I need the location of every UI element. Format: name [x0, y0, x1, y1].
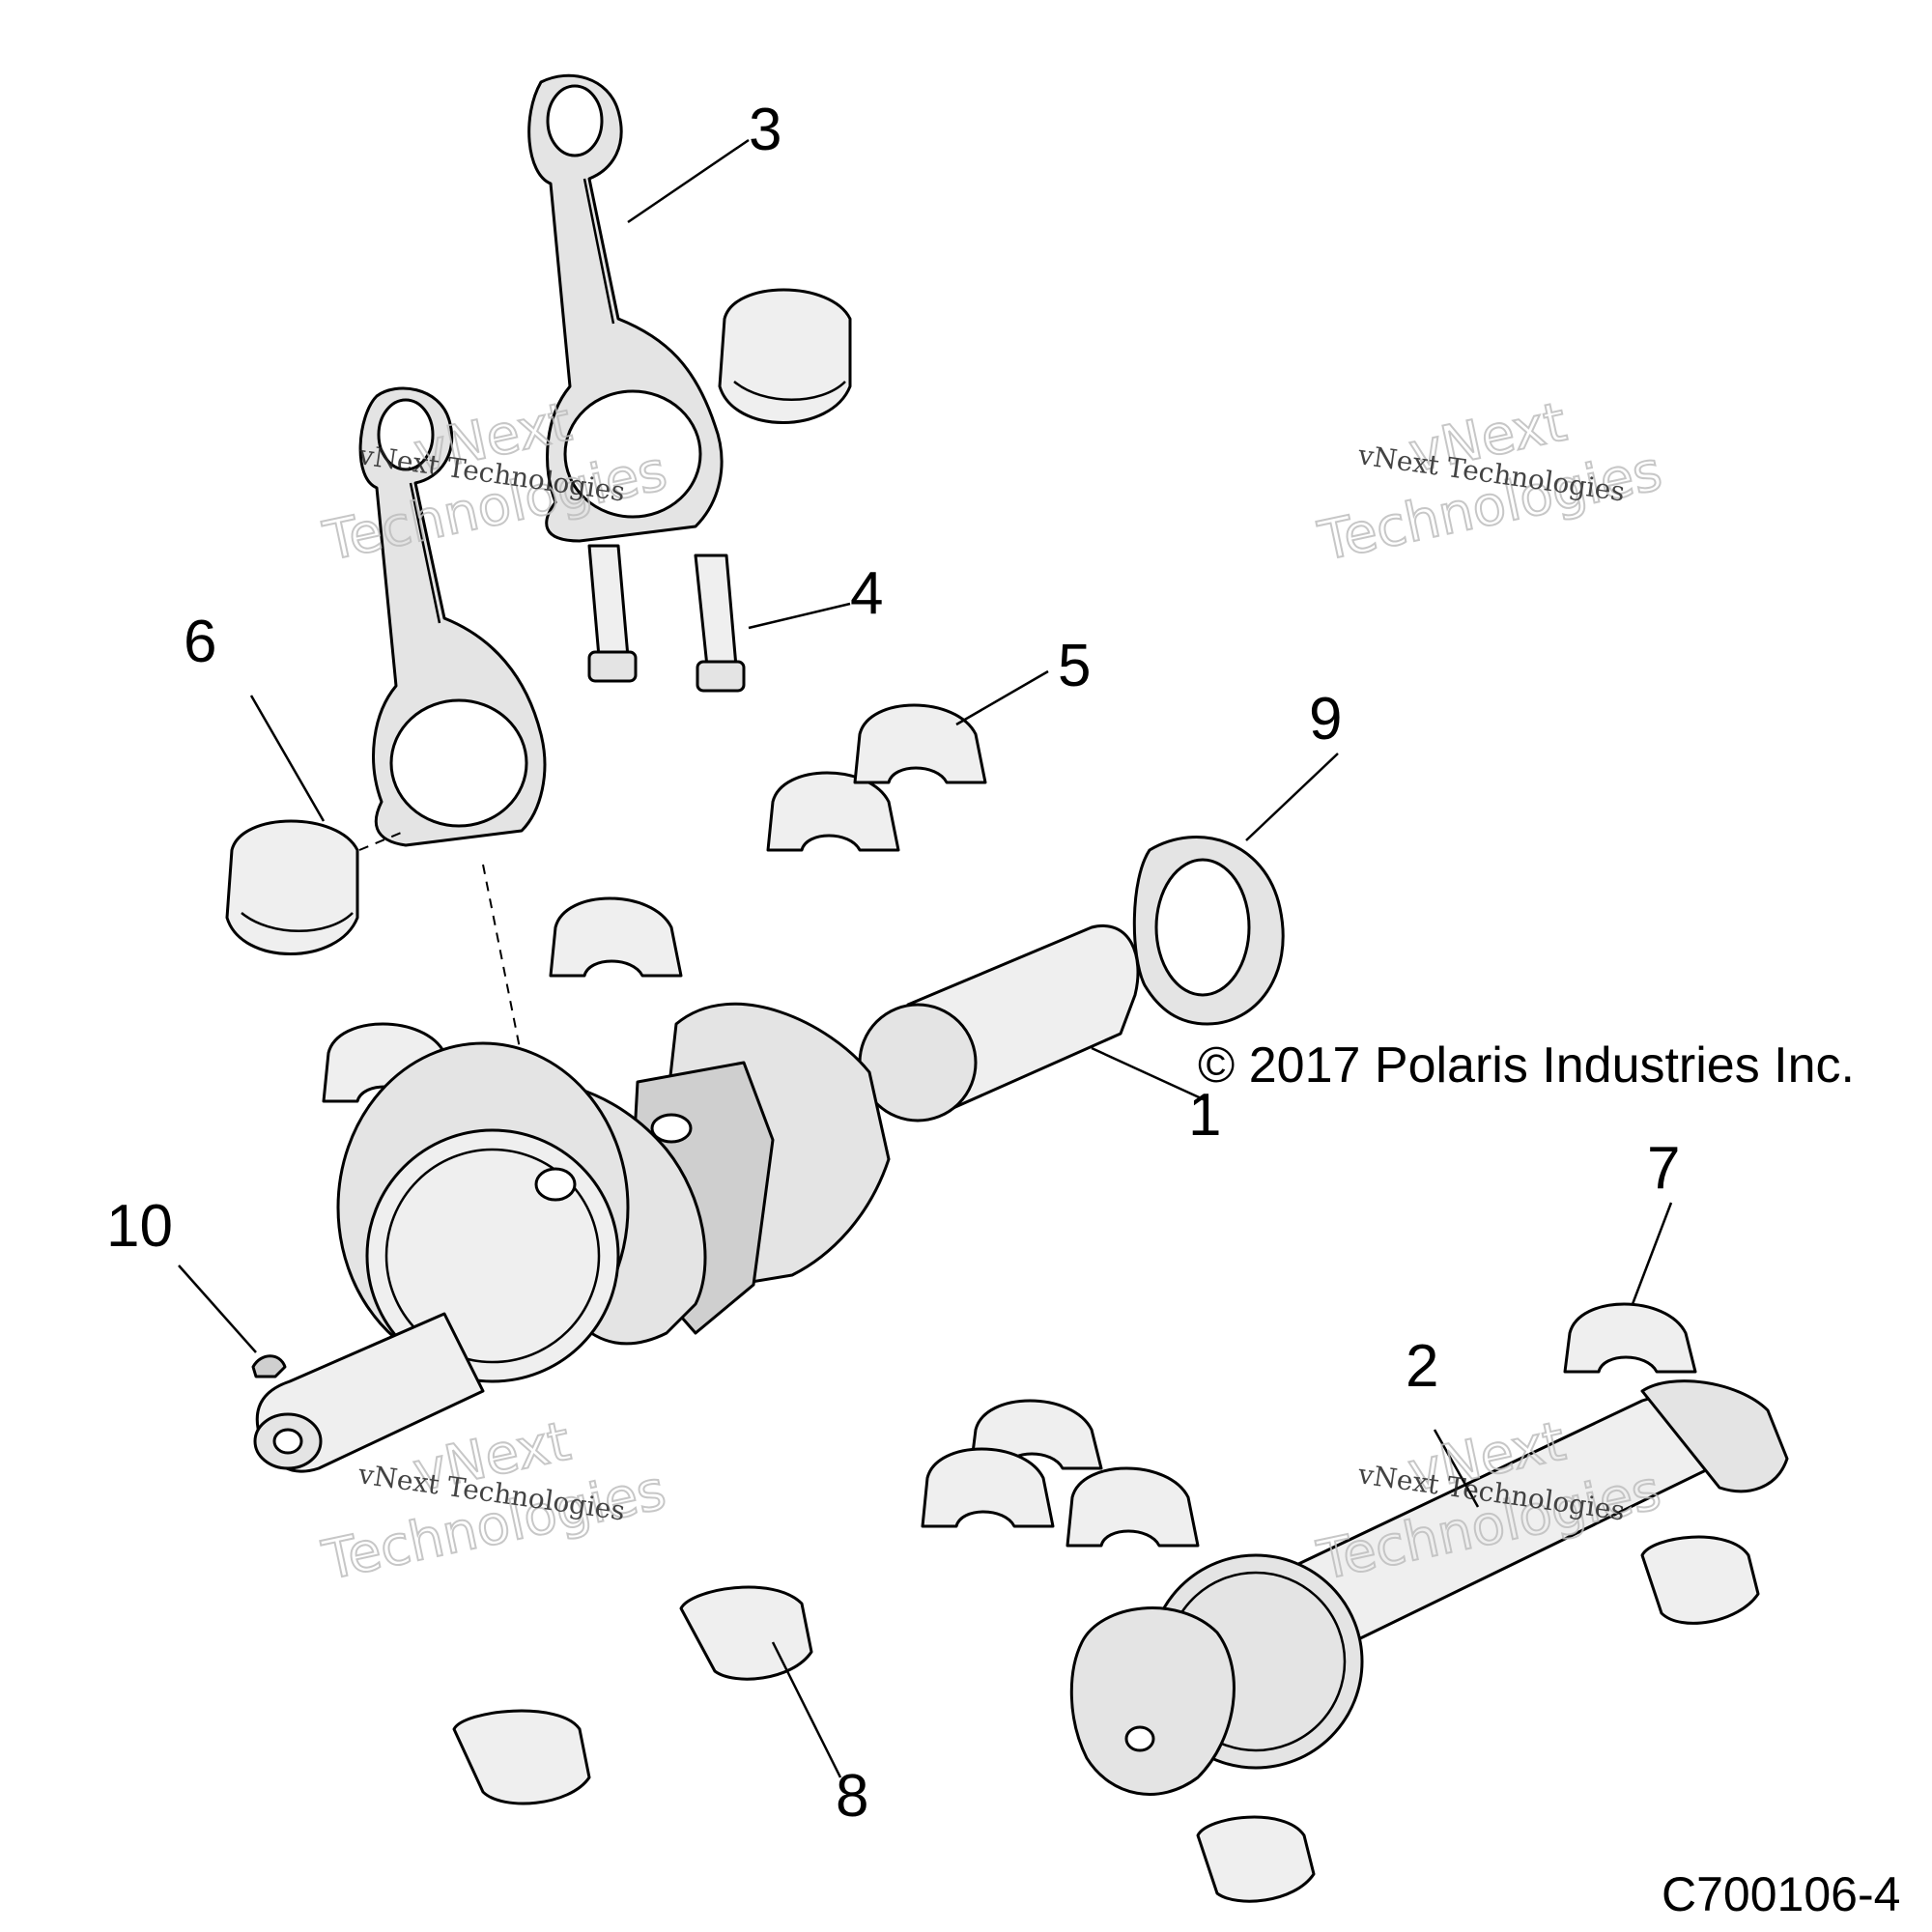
- callout-8: 8: [836, 1763, 868, 1830]
- leader-lines: [178, 138, 1673, 1778]
- callout-1: 1: [1188, 1082, 1221, 1149]
- main-bearing-shells-5: [766, 703, 987, 852]
- oil-seal: [1132, 836, 1285, 1026]
- rod-bearing-upper: [718, 288, 852, 424]
- callout-10: 10: [106, 1193, 173, 1260]
- connecting-rod-upper: [527, 73, 724, 543]
- balance-bearing-shell-7: [1563, 1302, 1697, 1374]
- callout-6: 6: [184, 609, 216, 675]
- callout-numbers: 1 2 3 4 5 6 7 8 9 10: [106, 97, 1680, 1830]
- callout-4: 4: [850, 560, 883, 627]
- callout-7: 7: [1647, 1135, 1680, 1202]
- callout-2: 2: [1406, 1333, 1438, 1400]
- balance-shaft: [1069, 1379, 1789, 1796]
- rod-bearing-lower: [225, 819, 407, 955]
- callout-3: 3: [749, 97, 781, 163]
- copyright-notice: © 2017 Polaris Industries Inc.: [1198, 1037, 1855, 1094]
- document-number: C700106-4: [1662, 1867, 1900, 1921]
- rod-bolts: [587, 544, 746, 693]
- callout-5: 5: [1058, 633, 1091, 699]
- callout-9: 9: [1309, 686, 1342, 753]
- crankshaft: [253, 924, 1140, 1473]
- woodruff-key: [251, 1354, 287, 1378]
- connecting-rod-lower: [358, 386, 547, 847]
